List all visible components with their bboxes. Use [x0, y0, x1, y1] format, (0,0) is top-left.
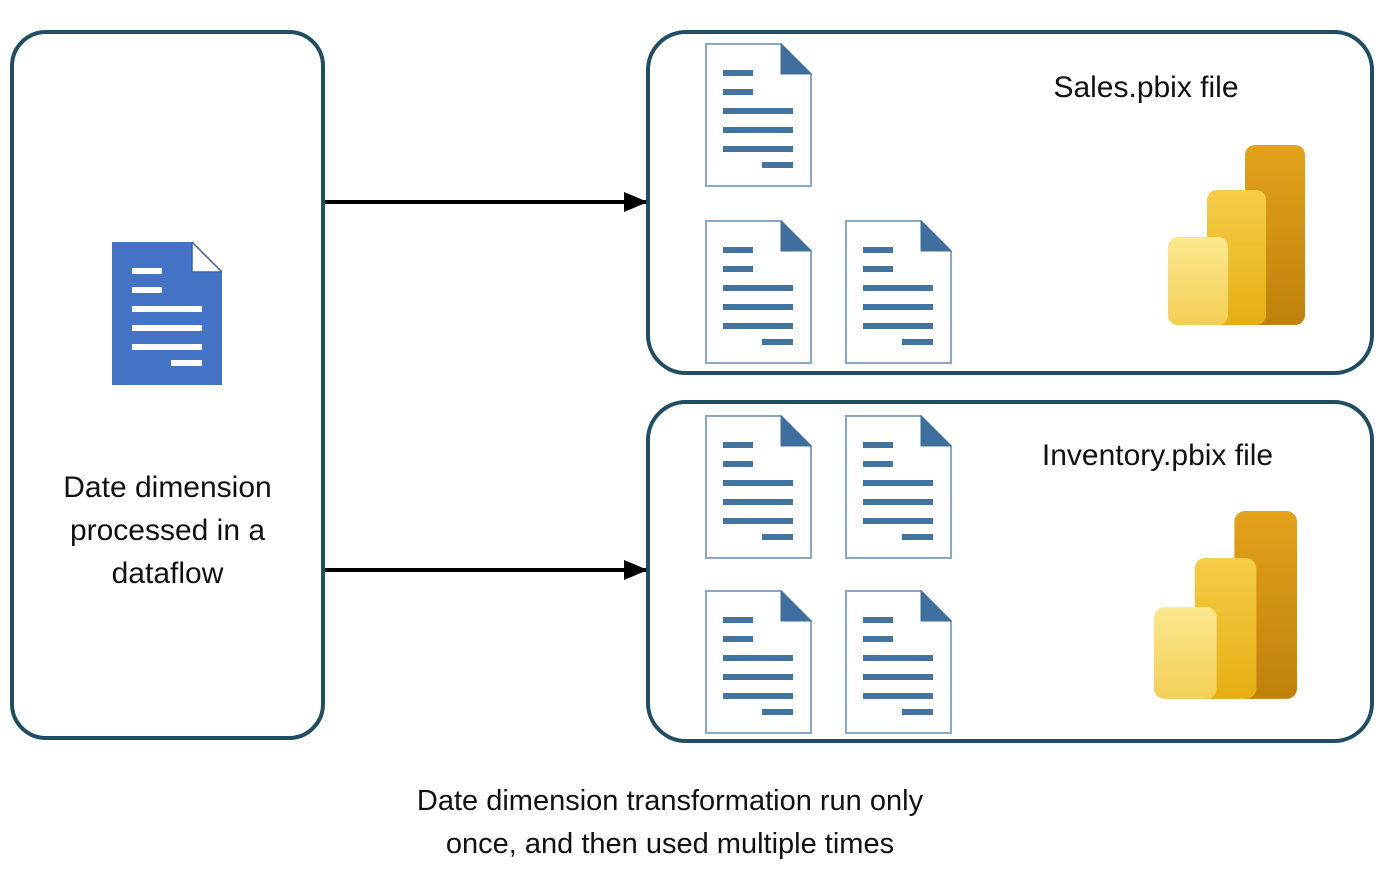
- power-bi-logo-icon: [1154, 511, 1297, 699]
- source-box-label: Date dimension processed in a dataflow: [63, 471, 272, 590]
- document-icon: [845, 220, 952, 364]
- caption-line-2: once, and then used multiple times: [445, 828, 895, 860]
- document-icon: [705, 415, 812, 559]
- blue-document-icon: [112, 242, 222, 385]
- document-icon: [845, 590, 952, 734]
- document-icon: [705, 590, 812, 734]
- sales-pbix-title: Sales.pbix file: [1053, 71, 1239, 104]
- document-icon: [705, 43, 812, 187]
- target-box-sales: Sales.pbix file: [646, 30, 1374, 375]
- target-box-inventory: Inventory.pbix file: [646, 400, 1374, 743]
- power-bi-logo-icon: [1168, 145, 1305, 325]
- inventory-pbix-title: Inventory.pbix file: [1041, 439, 1274, 472]
- source-box-dataflow: Date dimension processed in a dataflow: [10, 30, 325, 740]
- document-icon: [845, 415, 952, 559]
- document-icon: [705, 220, 812, 364]
- caption-line-1: Date dimension transformation run only: [416, 785, 924, 817]
- diagram-caption: Date dimension transformation run only o…: [350, 780, 990, 866]
